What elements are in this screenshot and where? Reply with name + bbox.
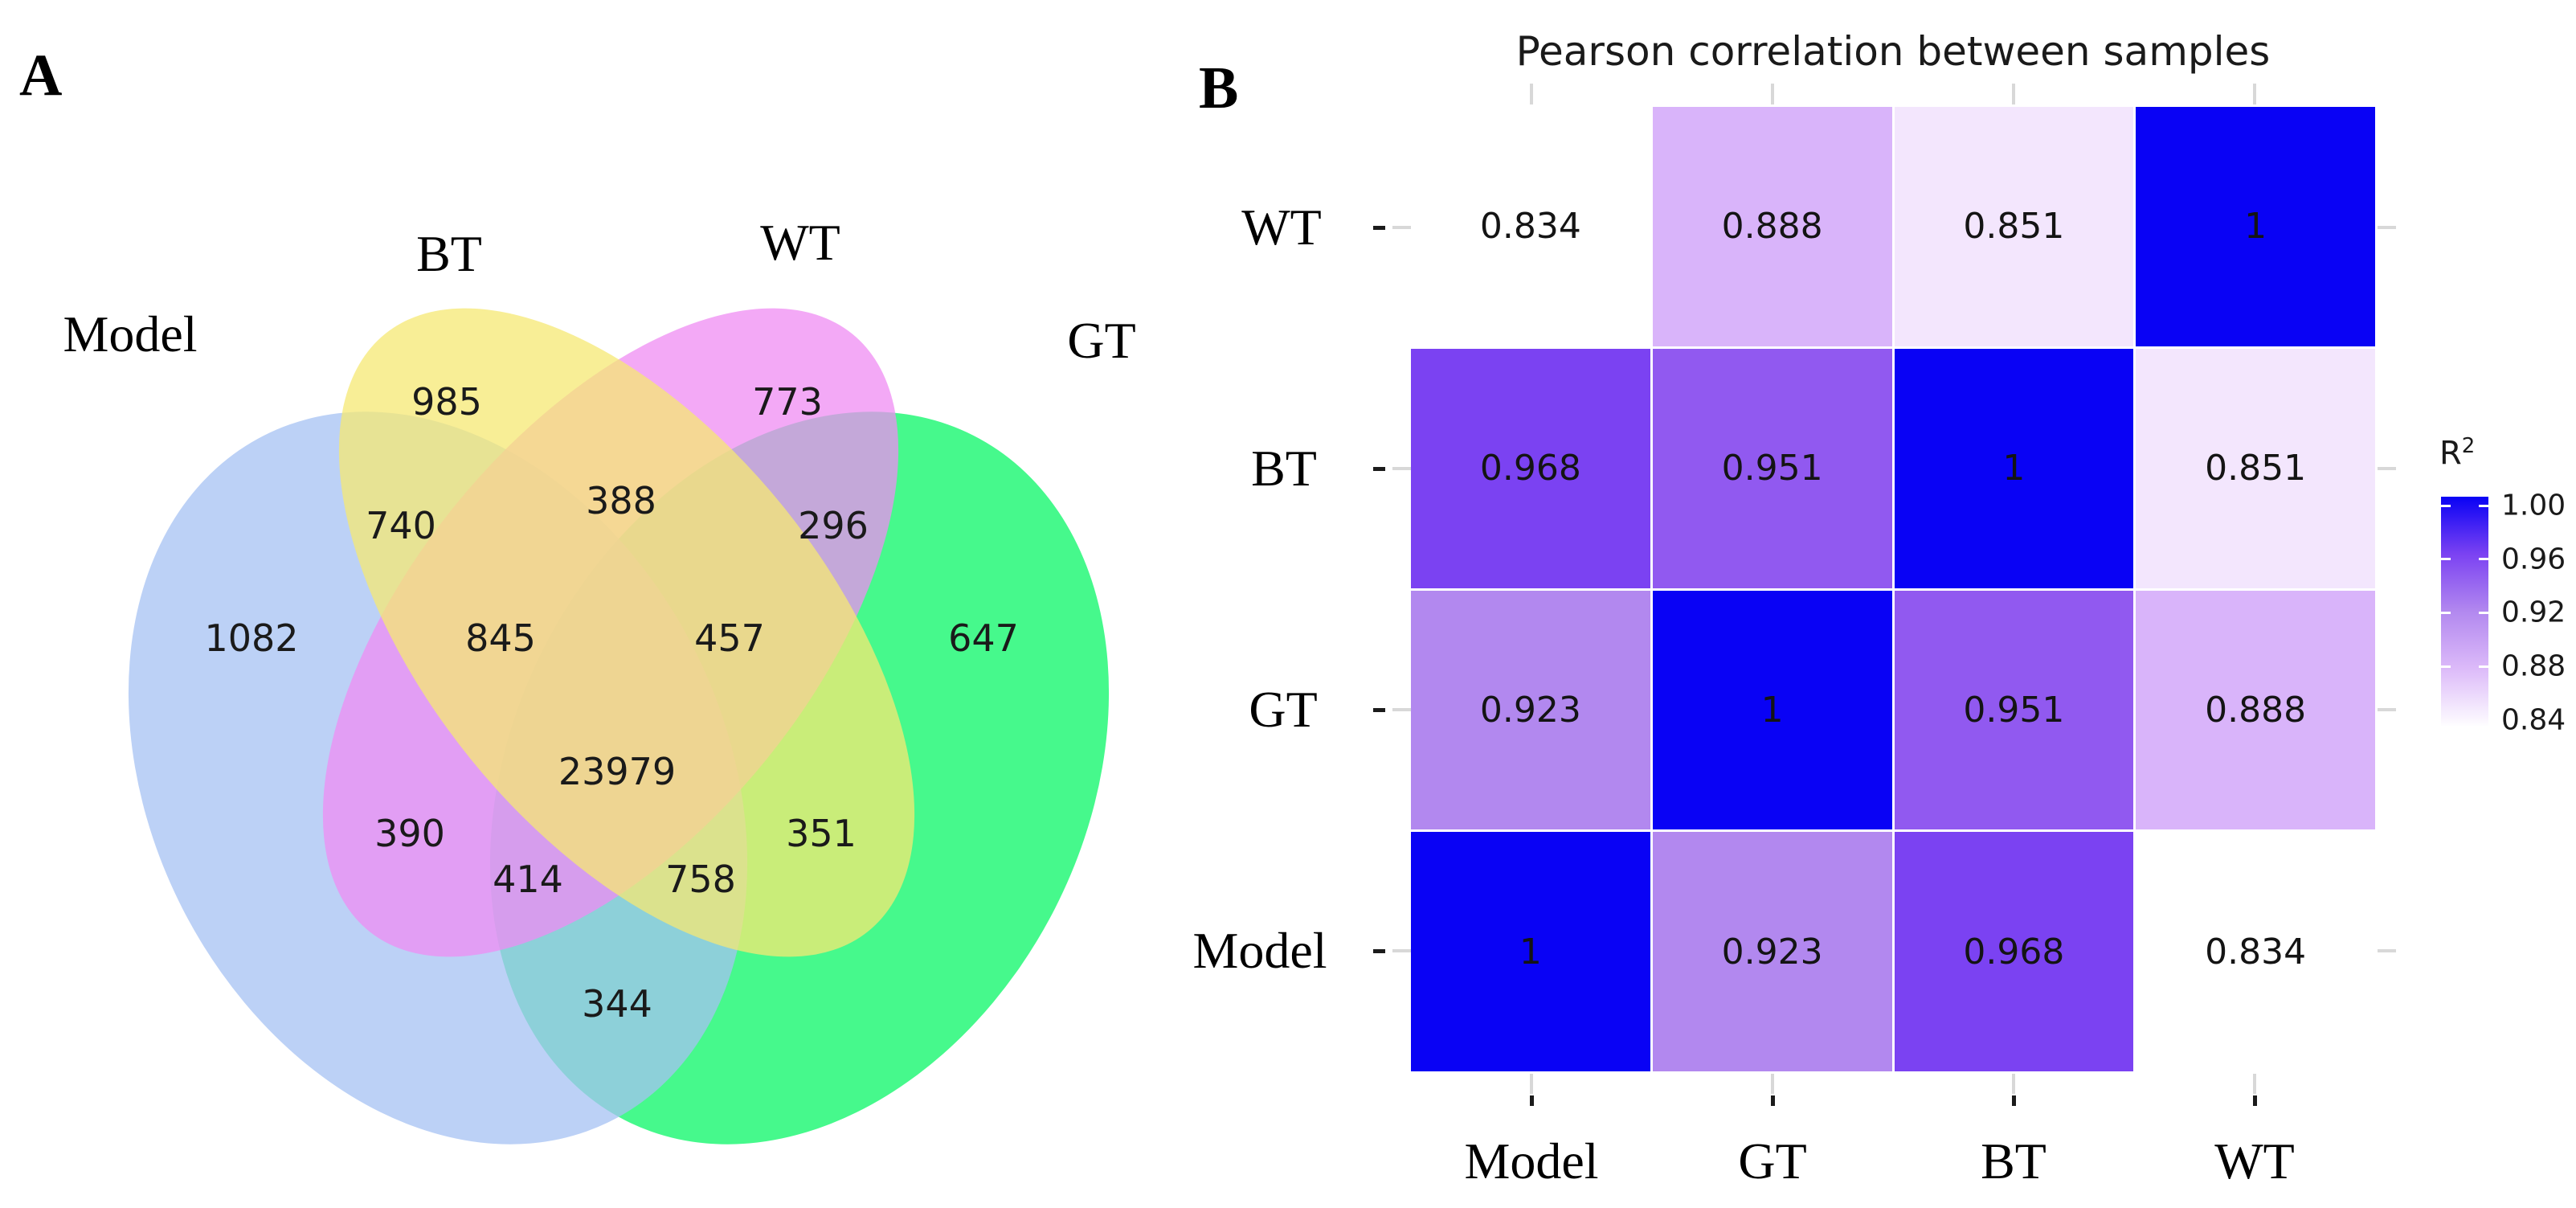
heatmap-cell: 0.834 (2136, 832, 2375, 1071)
venn-region-count: 390 (374, 812, 445, 855)
x-axis-label-wt: WT (2214, 1132, 2295, 1190)
colorbar-tick-label: 0.88 (2501, 649, 2566, 683)
axis-tick (2378, 949, 2396, 952)
panel-a-label: A (19, 43, 63, 109)
heatmap-cell: 0.834 (1411, 107, 1650, 346)
heatmap-cell: 0.923 (1411, 590, 1650, 830)
heatmap-cell: 1 (1411, 832, 1650, 1071)
heatmap-cell: 1 (2136, 107, 2375, 346)
venn-set-label-wt: WT (760, 214, 840, 271)
heatmap-cell: 0.851 (1894, 107, 2134, 346)
colorbar-tick-label: 0.96 (2501, 543, 2566, 576)
venn-region-count: 23979 (558, 750, 676, 793)
axis-tick (1771, 1074, 1774, 1094)
venn-region-count: 414 (493, 858, 563, 901)
axis-tick (2012, 84, 2015, 104)
heatmap-cell: 0.923 (1652, 832, 1892, 1071)
x-axis-label-bt: BT (1981, 1132, 2046, 1190)
colorbar-notch (2479, 665, 2488, 668)
colorbar-notch (2441, 665, 2451, 668)
venn-region-count: 296 (798, 504, 869, 547)
venn-region-count: 351 (786, 812, 857, 855)
axis-tick (2378, 226, 2396, 229)
colorbar-notch (2479, 612, 2488, 614)
axis-tick (2378, 708, 2396, 711)
y-axis-label-wt: WT (1241, 199, 1322, 256)
y-axis-label-model: Model (1192, 922, 1327, 979)
venn-region-count: 647 (948, 616, 1019, 660)
heatmap-cell: 0.888 (2136, 590, 2375, 830)
axis-tick (2253, 1074, 2256, 1094)
colorbar-notch (2479, 505, 2488, 507)
axis-tick (1373, 226, 1385, 230)
heatmap-title: Pearson correlation between samples (1515, 28, 2271, 75)
heatmap-cell: 1 (1894, 348, 2134, 588)
axis-tick (1530, 1074, 1533, 1094)
heatmap-cell: 0.851 (2136, 348, 2375, 588)
axis-tick (1771, 1095, 1775, 1106)
colorbar-tick-label: 0.92 (2501, 596, 2566, 629)
panel-b-label: B (1199, 55, 1239, 121)
venn-diagram: 1082 985 773 647 740 388 296 845 457 239… (128, 308, 1110, 1145)
axis-tick (1530, 84, 1533, 104)
x-axis-label-model: Model (1464, 1132, 1599, 1190)
colorbar-notch (2441, 612, 2451, 614)
axis-tick (1373, 949, 1385, 953)
venn-ellipse-bt (338, 308, 915, 957)
colorbar-gradient (2441, 497, 2488, 726)
heatmap-cell: 0.951 (1894, 590, 2134, 830)
venn-region-count: 388 (586, 479, 656, 522)
colorbar-title-base: R (2439, 435, 2462, 473)
colorbar-notch (2441, 558, 2451, 560)
axis-tick (2253, 84, 2256, 104)
axis-tick (1392, 949, 1411, 952)
venn-region-count: 344 (582, 982, 652, 1026)
heatmap-cell: 0.888 (1652, 107, 1892, 346)
venn-region-count: 773 (752, 380, 823, 424)
heatmap-cell: 0.968 (1894, 832, 2134, 1071)
axis-tick (1530, 1095, 1534, 1106)
venn-region-count: 740 (366, 504, 436, 547)
y-axis-label-gt: GT (1249, 681, 1318, 738)
colorbar-notch (2441, 505, 2451, 507)
venn-set-label-model: Model (63, 305, 198, 362)
axis-tick (2012, 1095, 2016, 1106)
colorbar-tick-label: 1.00 (2501, 489, 2566, 522)
venn-region-count: 845 (465, 616, 536, 660)
x-axis-label-gt: GT (1738, 1132, 1807, 1190)
axis-tick (2253, 1095, 2257, 1106)
axis-tick (1373, 708, 1385, 712)
venn-region-count: 758 (665, 858, 736, 901)
venn-set-label-bt: BT (416, 225, 482, 282)
axis-tick (2012, 1074, 2015, 1094)
venn-region-count: 985 (411, 380, 482, 424)
axis-tick (1771, 84, 1774, 104)
axis-tick (1392, 467, 1411, 470)
axis-tick (2378, 467, 2396, 470)
venn-set-label-gt: GT (1067, 312, 1136, 369)
colorbar-title-sup: 2 (2461, 434, 2476, 458)
heatmap-cell: 1 (1652, 590, 1892, 830)
colorbar-tick-label: 0.84 (2501, 703, 2566, 737)
axis-tick (1373, 467, 1385, 471)
venn-region-count: 1082 (204, 616, 298, 660)
heatmap-cell: 0.968 (1411, 348, 1650, 588)
heatmap-grid: 0.834 0.888 0.851 1 0.968 0.951 1 0.851 … (1411, 107, 2375, 1071)
axis-tick (1392, 226, 1411, 229)
venn-region-count: 457 (694, 616, 765, 660)
colorbar-title: R2 (2439, 434, 2475, 472)
axis-tick (1392, 708, 1411, 711)
colorbar-notch (2479, 558, 2488, 560)
heatmap-cell: 0.951 (1652, 348, 1892, 588)
y-axis-label-bt: BT (1251, 440, 1317, 497)
